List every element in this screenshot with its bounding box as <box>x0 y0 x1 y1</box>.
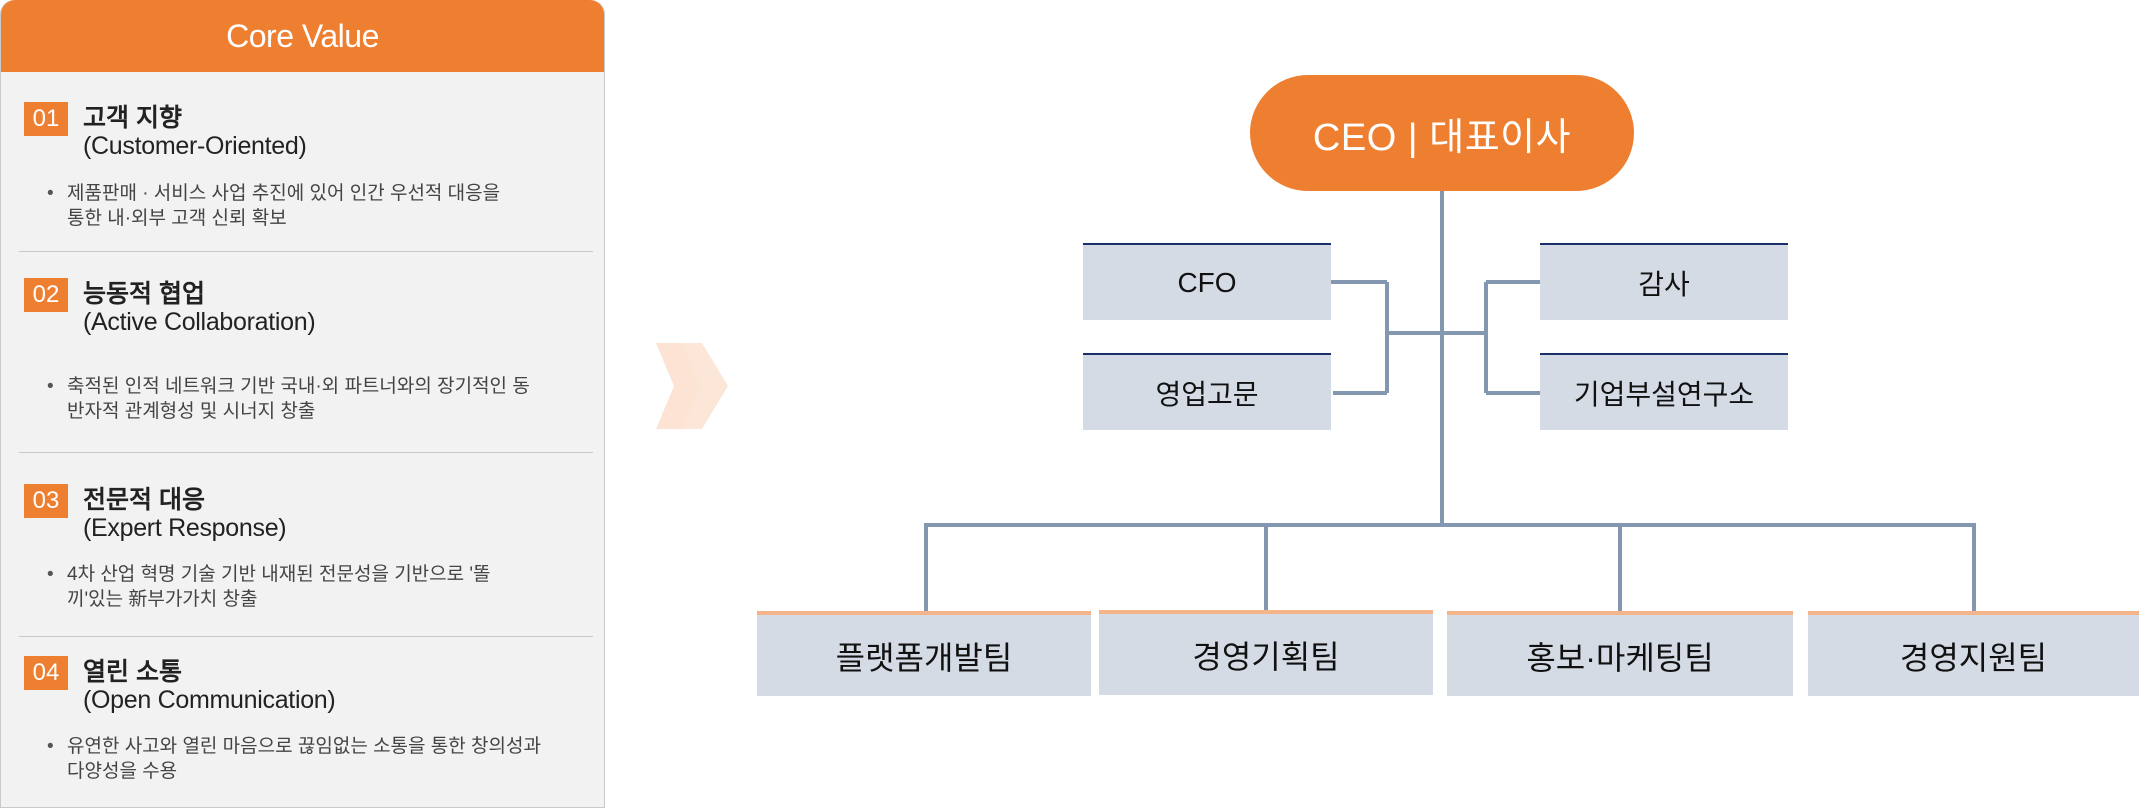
org-node-cfo: CFO <box>1083 243 1331 320</box>
value-title-ko: 열린 소통 <box>83 658 182 686</box>
value-number: 04 <box>24 656 68 690</box>
value-description-line: 유연한 사고와 열린 마음으로 끊임없는 소통을 통한 창의성과 <box>67 736 541 757</box>
ceo-node: CEO | 대표이사 <box>1250 75 1634 191</box>
org-node-sales-advisor: 영업고문 <box>1083 353 1331 430</box>
value-title-en: (Customer-Oriented) <box>83 132 307 160</box>
org-node-platform-dev-team: 플랫폼개발팀 <box>757 611 1091 696</box>
value-number: 01 <box>24 102 68 136</box>
value-description-line: 통한 내·외부 고객 신뢰 확보 <box>67 208 287 229</box>
value-description-line: 다양성을 수용 <box>67 761 178 782</box>
double-chevron-right-icon <box>656 343 728 429</box>
value-description-line: 제품판매 · 서비스 사업 추진에 있어 인간 우선적 대응을 <box>67 183 501 204</box>
divider <box>19 452 593 453</box>
value-description: • 4차 산업 혁명 기술 기반 내재된 전문성을 기반으로 '똘 끼'있는 新… <box>47 562 597 612</box>
bullet-icon: • <box>47 736 54 757</box>
divider <box>19 251 593 252</box>
divider <box>19 636 593 637</box>
value-description-line: 끼'있는 新부가가치 창출 <box>67 589 258 610</box>
value-title-en: (Expert Response) <box>83 514 287 542</box>
org-node-management-support-team: 경영지원팀 <box>1808 611 2139 696</box>
value-number: 02 <box>24 278 68 312</box>
value-title-en: (Active Collaboration) <box>83 308 316 336</box>
org-node-audit: 감사 <box>1540 243 1788 320</box>
value-title-ko: 고객 지향 <box>83 104 182 132</box>
value-description-line: 4차 산업 혁명 기술 기반 내재된 전문성을 기반으로 '똘 <box>67 564 491 585</box>
core-value-panel: Core Value 01 고객 지향 (Customer-Oriented) … <box>0 0 605 808</box>
value-description-line: 축적된 인적 네트워크 기반 국내·외 파트너와의 장기적인 동 <box>67 376 530 397</box>
org-node-marketing-team: 홍보·마케팅팀 <box>1447 611 1793 696</box>
bullet-icon: • <box>47 376 54 397</box>
bullet-icon: • <box>47 564 54 585</box>
org-node-research-lab: 기업부설연구소 <box>1540 353 1788 430</box>
value-description: • 축적된 인적 네트워크 기반 국내·외 파트너와의 장기적인 동 반자적 관… <box>47 374 597 424</box>
value-title-ko: 능동적 협업 <box>83 280 205 308</box>
value-description-line: 반자적 관계형성 및 시너지 창출 <box>67 401 316 422</box>
org-node-management-planning-team: 경영기획팀 <box>1099 610 1433 695</box>
panel-header: Core Value <box>1 0 604 72</box>
value-title-en: (Open Communication) <box>83 686 336 714</box>
bullet-icon: • <box>47 183 54 204</box>
value-description: • 유연한 사고와 열린 마음으로 끊임없는 소통을 통한 창의성과 다양성을 … <box>47 734 597 784</box>
value-number: 03 <box>24 484 68 518</box>
value-description: • 제품판매 · 서비스 사업 추진에 있어 인간 우선적 대응을 통한 내·외… <box>47 181 597 231</box>
value-title-ko: 전문적 대응 <box>83 486 205 514</box>
